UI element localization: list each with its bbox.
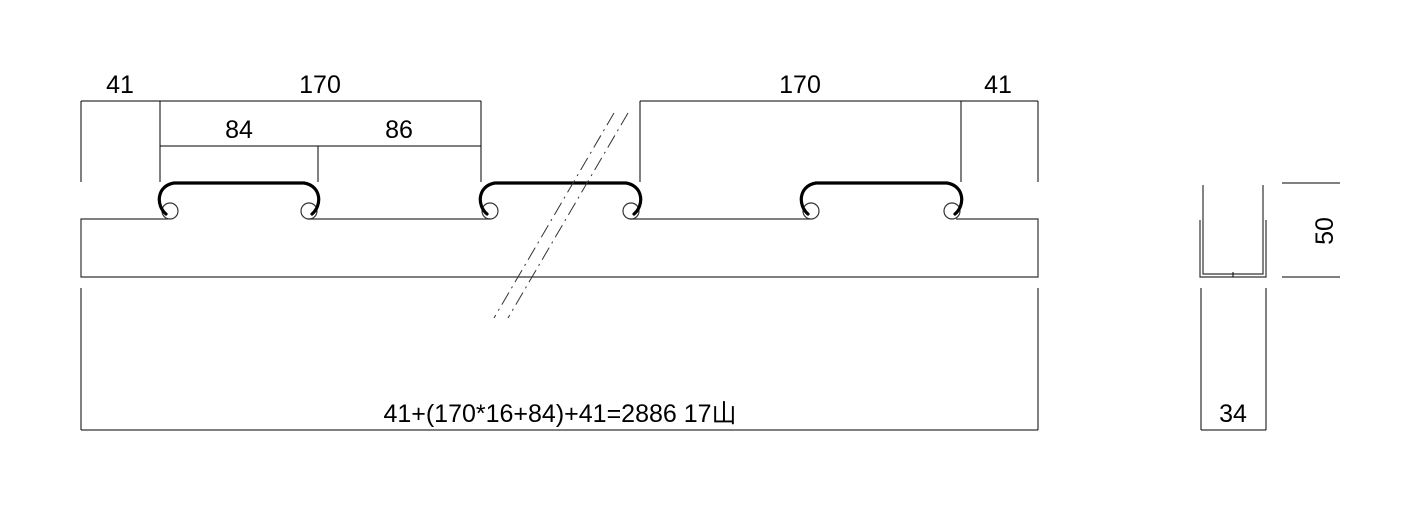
dim-right-pitch: 170: [779, 71, 821, 99]
dim-sub-left: 84: [225, 116, 253, 144]
panel-profile: [80, 181, 1039, 278]
dim-sub-right: 86: [385, 116, 413, 144]
total-formula: 41+(170*16+84)+41=2886 17山: [383, 400, 736, 428]
dim-left-edge: 41: [106, 71, 134, 99]
section-width: 34: [1219, 400, 1247, 428]
top-dimension-lines: [80, 100, 1039, 182]
section-view: [1199, 182, 1340, 431]
section-height: 50: [1311, 217, 1339, 245]
dim-left-pitch: 170: [299, 71, 341, 99]
total-dimension-lines: [80, 288, 1039, 431]
dim-right-edge: 41: [984, 71, 1012, 99]
break-lines: [493, 112, 629, 319]
